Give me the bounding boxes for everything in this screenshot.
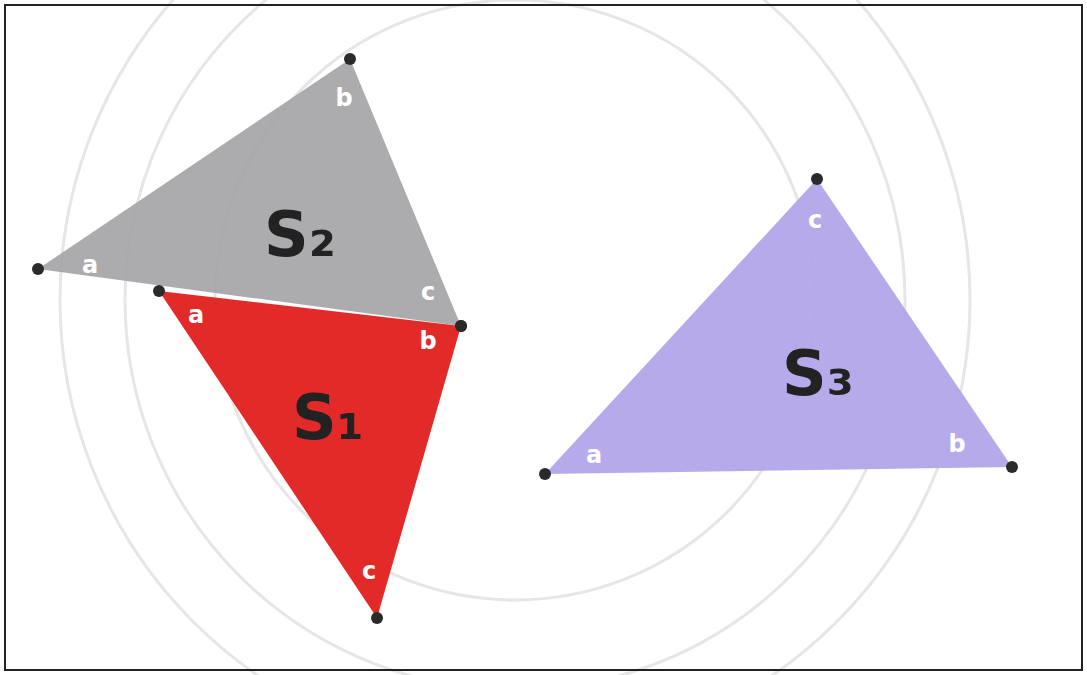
triangle-fill — [545, 179, 1012, 474]
vertex-dot — [1006, 461, 1018, 473]
vertex-label: a — [586, 443, 602, 467]
triangle-fill — [38, 59, 461, 326]
vertex-dot — [455, 320, 467, 332]
region-label: S₂ — [264, 204, 336, 266]
vertex-label: b — [335, 86, 352, 110]
vertex-dot — [455, 320, 467, 332]
vertex-label: b — [948, 432, 965, 456]
vertex-dot — [344, 53, 356, 65]
vertex-dot — [32, 263, 44, 275]
vertex-label: b — [419, 329, 436, 353]
region-label: S₁ — [292, 387, 364, 449]
vertex-dot — [539, 468, 551, 480]
triangle-fill — [159, 291, 461, 618]
triangle-outline — [28, 49, 471, 336]
vertex-label: a — [188, 303, 204, 327]
vertex-label: c — [362, 559, 376, 583]
triangle-shape: S₃ a b c — [535, 169, 1022, 484]
vertex-label: a — [82, 253, 98, 277]
triangle-shape: S₂ a b c — [28, 49, 471, 336]
vertex-dot — [153, 285, 165, 297]
vertex-label: c — [421, 280, 435, 304]
vertex-label: c — [808, 208, 822, 232]
region-label: S₃ — [782, 343, 854, 405]
triangle-shape: S₁ a b c — [149, 281, 471, 628]
frame-border — [5, 5, 1082, 670]
vertex-dot — [371, 612, 383, 624]
vertex-dot — [811, 173, 823, 185]
